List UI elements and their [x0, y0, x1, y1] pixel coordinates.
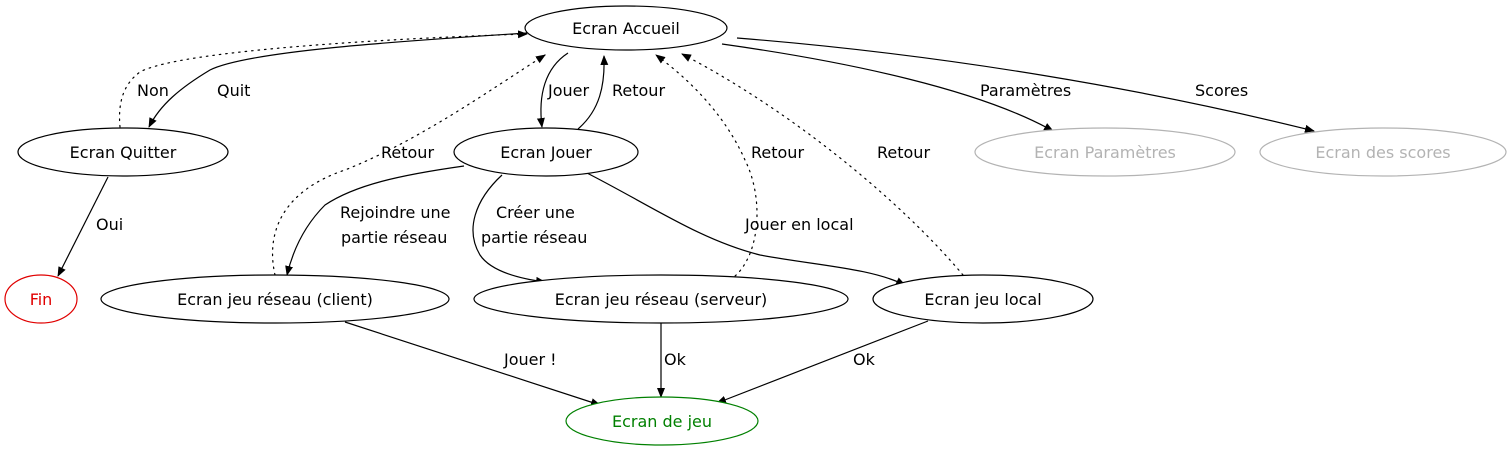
edge-label-oui: Oui	[96, 215, 123, 234]
node-ecran-parametres[interactable]: Ecran Paramètres	[974, 127, 1236, 177]
edge-label-creer-2: partie réseau	[481, 228, 587, 247]
node-jeu-local[interactable]: Ecran jeu local	[872, 274, 1094, 324]
node-shape	[453, 127, 639, 177]
edge-local-to-accueil	[681, 53, 964, 276]
node-label: Ecran des scores	[1315, 143, 1450, 162]
nodes: Ecran Accueil Ecran Quitter Ecran Jouer …	[4, 5, 1507, 446]
node-label: Ecran Paramètres	[1034, 143, 1176, 162]
edge-jouer-to-accueil	[577, 55, 609, 130]
edge-label-jouer-excl: Jouer !	[503, 350, 557, 369]
edge-quitter-to-fin	[57, 176, 109, 277]
node-label: Ecran Quitter	[70, 143, 177, 162]
edge-accueil-to-quitter	[148, 32, 528, 128]
node-label: Ecran Jouer	[500, 143, 592, 162]
node-ecran-jouer[interactable]: Ecran Jouer	[453, 127, 639, 177]
node-shape	[974, 127, 1236, 177]
edge-label-retour-client: Retour	[381, 143, 434, 162]
node-jeu-reseau-serveur[interactable]: Ecran jeu réseau (serveur)	[473, 274, 849, 324]
edge-jouer-to-client	[285, 165, 465, 276]
edge-label-jouer: Jouer	[547, 81, 589, 100]
edge-label-retour-serveur: Retour	[751, 143, 804, 162]
node-ecran-quitter[interactable]: Ecran Quitter	[17, 127, 229, 177]
edge-label-ok-serveur: Ok	[664, 350, 687, 369]
edge-accueil-to-scores	[736, 37, 1315, 133]
node-label: Ecran de jeu	[612, 412, 712, 431]
node-jeu-reseau-client[interactable]: Ecran jeu réseau (client)	[100, 274, 450, 324]
edge-label-non: Non	[137, 81, 169, 100]
node-label: Fin	[30, 290, 53, 309]
edge-local-to-jeu	[716, 320, 929, 404]
node-shape	[4, 274, 78, 324]
node-fin[interactable]: Fin	[4, 274, 78, 324]
edge-serveur-to-accueil	[655, 54, 758, 281]
edge-label-quit: Quit	[217, 81, 250, 100]
edge-client-to-jeu	[344, 321, 601, 407]
edge-label-parametres: Paramètres	[980, 81, 1071, 100]
node-label: Ecran jeu réseau (serveur)	[555, 290, 768, 309]
edge-label-creer-1: Créer une	[496, 203, 575, 222]
edge-labels: Quit Non Jouer Retour Paramètres Scores …	[96, 81, 1248, 369]
node-shape	[17, 127, 229, 177]
node-shape	[524, 5, 728, 51]
edge-label-retour-local: Retour	[877, 143, 930, 162]
edge-label-ok-local: Ok	[853, 350, 876, 369]
node-shape	[1259, 127, 1507, 177]
edge-quitter-to-accueil	[118, 30, 528, 128]
edge-label-rejoindre-2: partie réseau	[341, 228, 447, 247]
node-shape	[872, 274, 1094, 324]
node-shape	[473, 274, 849, 324]
edge-accueil-to-parametres	[721, 43, 1054, 132]
node-label: Ecran jeu réseau (client)	[177, 290, 373, 309]
edges	[57, 30, 1315, 407]
edge-accueil-to-jouer	[536, 52, 569, 128]
node-label: Ecran Accueil	[572, 19, 680, 38]
node-ecran-scores[interactable]: Ecran des scores	[1259, 127, 1507, 177]
node-shape	[565, 396, 759, 446]
edge-label-scores: Scores	[1195, 81, 1248, 100]
node-ecran-de-jeu[interactable]: Ecran de jeu	[565, 396, 759, 446]
edge-jouer-to-local	[584, 171, 906, 286]
edge-label-rejoindre-1: Rejoindre une	[340, 203, 451, 222]
node-ecran-accueil[interactable]: Ecran Accueil	[524, 5, 728, 51]
node-shape	[100, 274, 450, 324]
edge-label-retour-jouer: Retour	[612, 81, 665, 100]
edge-label-jouer-local: Jouer en local	[744, 215, 854, 234]
node-label: Ecran jeu local	[924, 290, 1041, 309]
edge-client-to-accueil	[271, 54, 546, 276]
edge-jouer-to-serveur	[472, 174, 546, 285]
